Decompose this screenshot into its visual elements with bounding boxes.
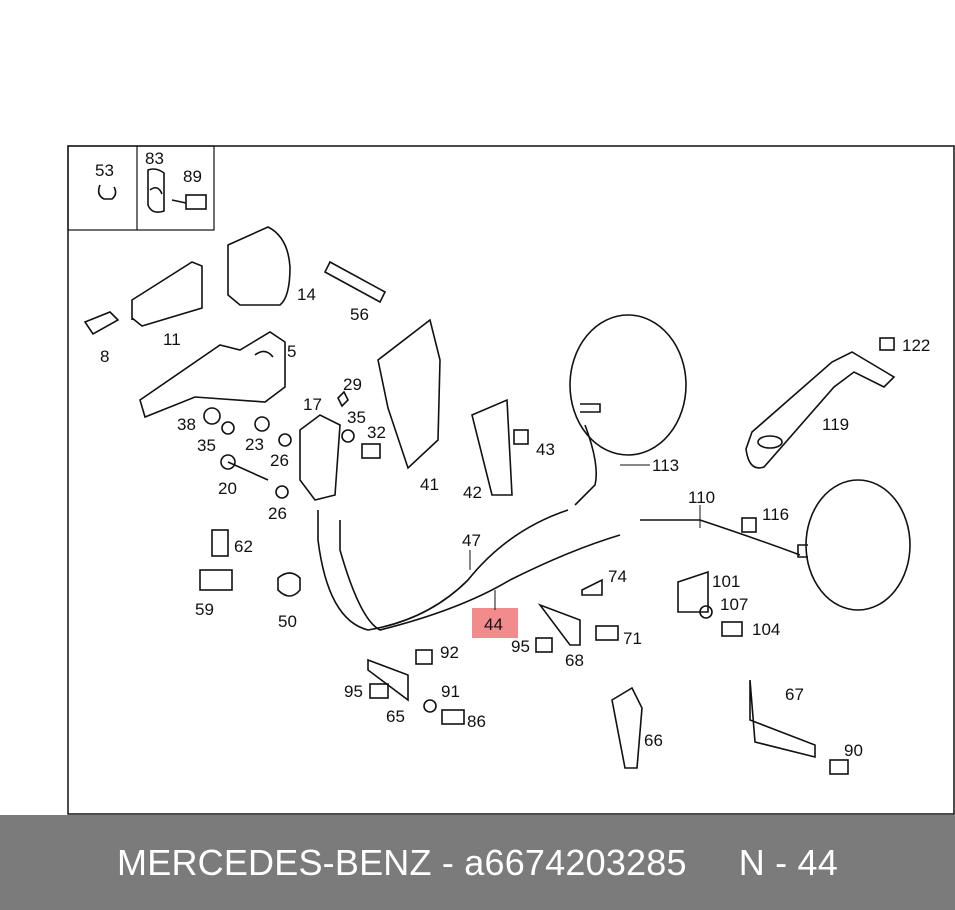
label-68[interactable]: 68 [565, 651, 584, 670]
label-91[interactable]: 91 [441, 682, 460, 701]
clamp-83-shape [147, 168, 165, 213]
bracket-119-shape [745, 351, 896, 469]
label-59[interactable]: 59 [195, 600, 214, 619]
mount-122-shape [879, 337, 895, 351]
label-65[interactable]: 65 [386, 707, 405, 726]
label-26-a[interactable]: 26 [270, 451, 289, 470]
label-42[interactable]: 42 [463, 483, 482, 502]
label-83[interactable]: 83 [145, 149, 164, 168]
bracket-67-shape [749, 679, 816, 759]
parts-diagram: 53 83 89 14 56 11 8 5 29 17 35 38 35 23 … [67, 145, 955, 815]
label-29[interactable]: 29 [343, 375, 362, 394]
label-14[interactable]: 14 [297, 285, 316, 304]
bracket-101-shape [677, 570, 709, 613]
label-107[interactable]: 107 [720, 595, 748, 614]
label-43[interactable]: 43 [536, 440, 555, 459]
pad-8-shape [83, 311, 120, 336]
label-8[interactable]: 8 [100, 347, 109, 366]
label-95-b[interactable]: 95 [344, 682, 363, 701]
cable-47-shape [317, 509, 569, 631]
label-47[interactable]: 47 [462, 531, 481, 550]
label-44[interactable]: 44 [484, 615, 503, 634]
bracket-65-shape [367, 658, 409, 702]
label-71[interactable]: 71 [623, 629, 642, 648]
label-23[interactable]: 23 [245, 435, 264, 454]
label-92[interactable]: 92 [440, 643, 459, 662]
label-113[interactable]: 113 [652, 456, 679, 475]
pin-29-shape [337, 390, 349, 408]
plate-42-shape [471, 398, 513, 496]
label-86[interactable]: 86 [467, 712, 486, 731]
rod-56-shape [323, 260, 387, 304]
bracket-11-shape [131, 261, 203, 327]
label-32[interactable]: 32 [367, 423, 386, 442]
label-62[interactable]: 62 [234, 537, 253, 556]
clip-53-shape [97, 184, 117, 200]
label-95-a[interactable]: 95 [511, 637, 530, 656]
bolt-89-shape [185, 194, 207, 210]
footer-brand-part: MERCEDES-BENZ - a6674203285 [117, 841, 687, 883]
sleeve-62-shape [211, 529, 229, 557]
label-122[interactable]: 122 [902, 336, 930, 355]
label-38[interactable]: 38 [177, 415, 196, 434]
panel-41-shape [377, 318, 441, 470]
sleeve-59-shape [199, 569, 233, 591]
cover-14-shape [227, 226, 291, 306]
label-35-b[interactable]: 35 [197, 436, 216, 455]
label-41[interactable]: 41 [420, 475, 439, 494]
mechanism-17-shape [299, 414, 341, 501]
tank-110-shape [805, 479, 911, 611]
footer-bar: MERCEDES-BENZ - a6674203285 N - 44 [0, 815, 955, 910]
label-56[interactable]: 56 [350, 305, 369, 324]
label-35-a[interactable]: 35 [347, 408, 366, 427]
cable-44-shape [339, 520, 621, 631]
clamp-66-shape [611, 686, 643, 769]
label-90[interactable]: 90 [844, 741, 863, 760]
label-11[interactable]: 11 [163, 330, 181, 349]
grommet-50-shape [277, 572, 301, 597]
inset-box [67, 145, 215, 231]
label-110[interactable]: 110 [688, 488, 715, 507]
label-67[interactable]: 67 [785, 685, 804, 704]
label-20[interactable]: 20 [218, 479, 237, 498]
label-66[interactable]: 66 [644, 731, 663, 750]
part-labels: 53 83 89 14 56 11 8 5 29 17 35 38 35 23 … [95, 149, 930, 760]
label-17[interactable]: 17 [303, 395, 322, 414]
label-50[interactable]: 50 [278, 612, 297, 631]
footer-position: N - 44 [738, 841, 838, 883]
label-89[interactable]: 89 [183, 167, 202, 186]
bolt-116-shape [741, 517, 757, 533]
bolt-43-shape [513, 429, 529, 445]
label-116[interactable]: 116 [762, 505, 789, 524]
label-74[interactable]: 74 [608, 567, 627, 586]
label-26-b[interactable]: 26 [268, 504, 287, 523]
label-101[interactable]: 101 [712, 572, 740, 591]
label-5[interactable]: 5 [287, 342, 296, 361]
bracket-68-shape [537, 603, 581, 646]
label-104[interactable]: 104 [752, 620, 780, 639]
tank-113-shape [569, 314, 687, 456]
label-119[interactable]: 119 [822, 415, 849, 434]
highlight-44-box [472, 608, 518, 638]
lever-5-shape [139, 331, 286, 419]
nut-74-shape [581, 578, 603, 596]
label-53[interactable]: 53 [95, 161, 114, 180]
